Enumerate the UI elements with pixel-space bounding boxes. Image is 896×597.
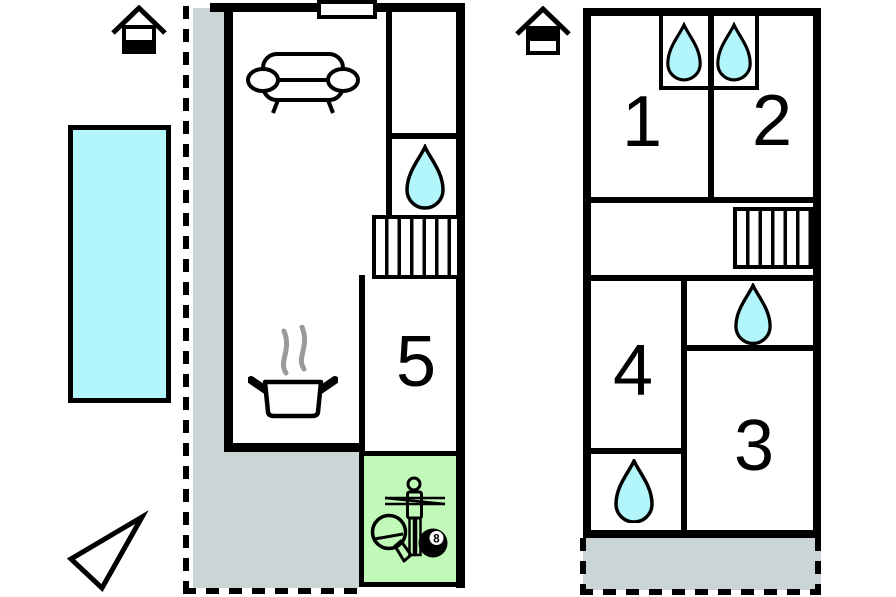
north-arrow-icon (66, 510, 149, 592)
room-label-5: 5 (395, 322, 437, 402)
terrace-upper (583, 538, 821, 590)
sofa-icon (246, 52, 360, 114)
eight-ball-icon: 8 (418, 528, 448, 558)
upper-floor-house-icon (515, 6, 571, 55)
wall-bathroom-top-ground (386, 133, 456, 139)
room-label-2: 2 (751, 81, 793, 161)
water-drop-icon (405, 144, 445, 210)
wall-outer-right-upper (813, 8, 821, 538)
wall-hall-bottom (591, 275, 813, 281)
water-drop-icon (614, 459, 654, 523)
window (317, 0, 377, 19)
plot-boundary-bottom (183, 588, 362, 594)
room-label-4: 4 (612, 331, 654, 411)
steam-icon (280, 325, 308, 376)
game-room-icons: 8 (370, 476, 448, 563)
terrace-boundary-bottom (580, 589, 821, 595)
ground-floor-house-icon (111, 5, 167, 54)
wall-hall-top (591, 197, 813, 203)
stairs-icon (733, 207, 813, 269)
room-label-3: 3 (733, 406, 775, 486)
terrace-boundary-left (580, 538, 586, 595)
wall-lower-divider (681, 275, 687, 530)
stairs-icon (372, 215, 461, 279)
wall-room1-room2-divider (708, 16, 714, 201)
swimming-pool (68, 125, 171, 403)
water-drop-icon (666, 22, 702, 82)
cooking-pot-icon (248, 325, 338, 419)
wall-room4-bottom (591, 448, 681, 454)
foosball-player-icon (384, 476, 446, 557)
wall-outer-bottom-upper (583, 530, 821, 538)
plot-boundary-left (183, 6, 189, 594)
terrace-ground (193, 451, 359, 588)
room-label-1: 1 (621, 82, 663, 162)
wall-bathroom-bottom-upper (687, 345, 813, 351)
terrace-boundary-right (815, 538, 821, 595)
wall-outer-bottom-ground (224, 443, 365, 452)
wall-outer-left-upper (583, 8, 591, 538)
wall-outer-right-ground (456, 3, 465, 588)
wall-room5-left (359, 275, 365, 453)
eight-ball-label: 8 (433, 534, 440, 546)
water-drop-icon (734, 283, 772, 345)
wall-living-divider (386, 12, 392, 218)
wall-outer-left-ground (224, 3, 233, 452)
table-tennis-icon (370, 513, 413, 563)
water-drop-icon (716, 22, 752, 82)
